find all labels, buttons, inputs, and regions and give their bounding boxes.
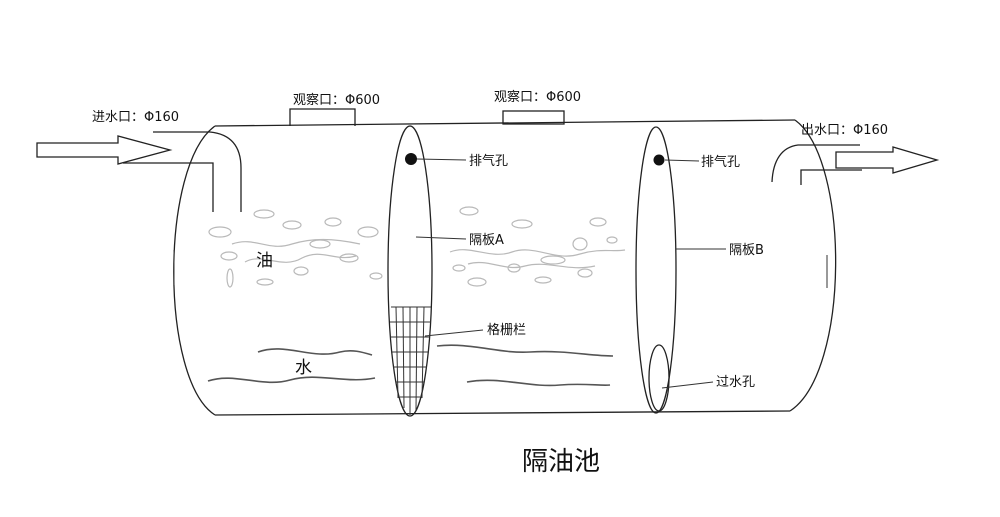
inlet-label: 进水口：Φ160 [92,110,179,125]
outlet-label: 出水口：Φ160 [801,123,888,138]
water-hole-label: 过水孔 [716,375,755,390]
leader-lines [415,158,726,389]
grille-label: 格栅栏 [487,322,526,338]
partition-b-shape [635,126,677,414]
partition-a-label: 隔板A [469,233,504,248]
partition-a-shape [387,125,433,417]
diagram-title: 隔油池 [522,447,600,477]
vent-hole-a-icon [405,153,417,165]
vent-hole-b-icon [653,154,665,166]
observation-port-2-label: 观察口：Φ600 [494,90,581,105]
oil-layer [208,206,626,288]
outlet-pipe [771,144,862,185]
water-hole-shape [648,344,670,412]
vent-hole-b-label: 排气孔 [701,154,740,170]
inlet-arrow-icon [36,135,173,165]
observation-port-2-shape [502,110,565,125]
vent-hole-a-label: 排气孔 [469,153,508,169]
inlet-pipe [123,131,242,212]
grille-shape [390,306,431,415]
outlet-arrow-icon [835,146,940,174]
water-label: 水 [295,358,312,378]
observation-port-1-label: 观察口：Φ600 [293,93,380,108]
observation-port-1-shape [289,108,356,126]
water-layer [207,344,614,387]
oil-label: 油 [256,251,273,271]
partition-b-label: 隔板B [729,243,764,258]
tank-body [173,119,837,416]
